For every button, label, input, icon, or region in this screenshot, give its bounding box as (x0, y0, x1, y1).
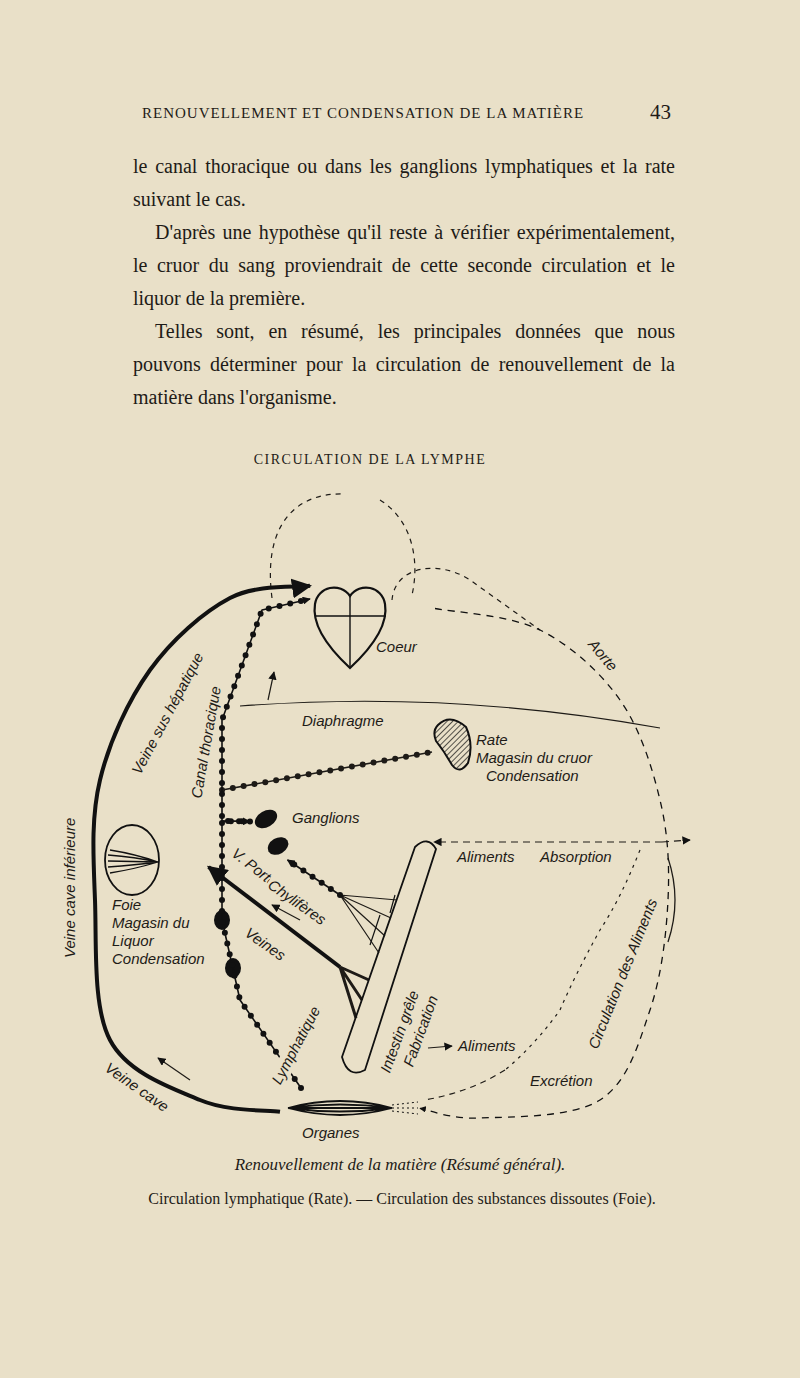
vessel-label: Veine cave (100, 1058, 174, 1117)
spleen-vessel (222, 752, 432, 790)
intestine-shape: Intestin grêleFabrication (340, 835, 465, 1075)
diagram-title: CIRCULATION DE LA LYMPHE (150, 452, 590, 468)
vessel-connector (420, 609, 669, 1119)
flow-arrow (268, 672, 274, 700)
vessel-label: Chylifères (263, 875, 331, 930)
node-outline (280, 1088, 420, 1156)
running-head: RENOUVELLEMENT ET CONDENSATION DE LA MAT… (140, 104, 586, 122)
node-text: Rate (476, 731, 508, 749)
page-number: 43 (648, 103, 673, 121)
ganglia-shape: Ganglions (250, 805, 375, 860)
node-text: Magasin du cruor (476, 749, 592, 767)
vessel-connector (222, 599, 310, 822)
flow-label: Circulation des Aliments (584, 894, 662, 1053)
structure-label: Diaphragme (300, 712, 386, 730)
liver-shape: FoieMagasin du LiquorCondensation (100, 822, 209, 972)
node-text: Magasin du Liquor (112, 914, 196, 950)
excretion-line (425, 1070, 505, 1100)
dashed-loop (392, 568, 540, 630)
paragraph: Telles sont, en résumé, les principales … (133, 315, 675, 414)
spleen-vessel (222, 752, 432, 790)
dashed-loop (270, 494, 345, 598)
flow-arrow (158, 1058, 190, 1080)
vessel-label: Veine cave inférieure (61, 816, 79, 960)
food-arrow (428, 1046, 452, 1048)
node-text: Organes (302, 1124, 360, 1142)
vessel-label: Canal thoracique (187, 683, 225, 802)
vessel-label: Aorte (583, 634, 622, 676)
node-outline (310, 580, 435, 675)
paragraph: le canal thoracique ou dans les ganglion… (133, 150, 675, 216)
flow-label: Aliments (455, 848, 517, 866)
flow-label: Absorption (538, 848, 614, 866)
vessel-label: Veines (240, 923, 291, 966)
spleen-shape: RateMagasin du cruorCondensation (430, 715, 615, 800)
vessel-connector (93, 586, 310, 1112)
dashed-loop (380, 500, 415, 595)
node-text: Foie (112, 896, 141, 914)
vessel-label: Lymphatique (267, 1002, 325, 1090)
paragraph: D'après une hypothèse qu'il reste à véri… (133, 216, 675, 315)
flow-label: Aliments (456, 1037, 518, 1055)
node-text: Condensation (112, 950, 205, 968)
absorption-line (434, 841, 662, 842)
heart-shape: Coeur (310, 580, 435, 675)
node-text: Ganglions (292, 809, 360, 827)
body-text: le canal thoracique ou dans les ganglion… (133, 150, 675, 414)
figure-caption-line: Circulation lymphatique (Rate). — Circul… (40, 1190, 764, 1208)
figure-caption: Renouvellement de la matière (Résumé gén… (40, 1155, 760, 1175)
node-text: Coeur (376, 638, 417, 656)
node-text: Condensation (486, 767, 579, 785)
organ-bundle: Organes (280, 1088, 420, 1156)
flow-label: Excrétion (528, 1072, 595, 1090)
